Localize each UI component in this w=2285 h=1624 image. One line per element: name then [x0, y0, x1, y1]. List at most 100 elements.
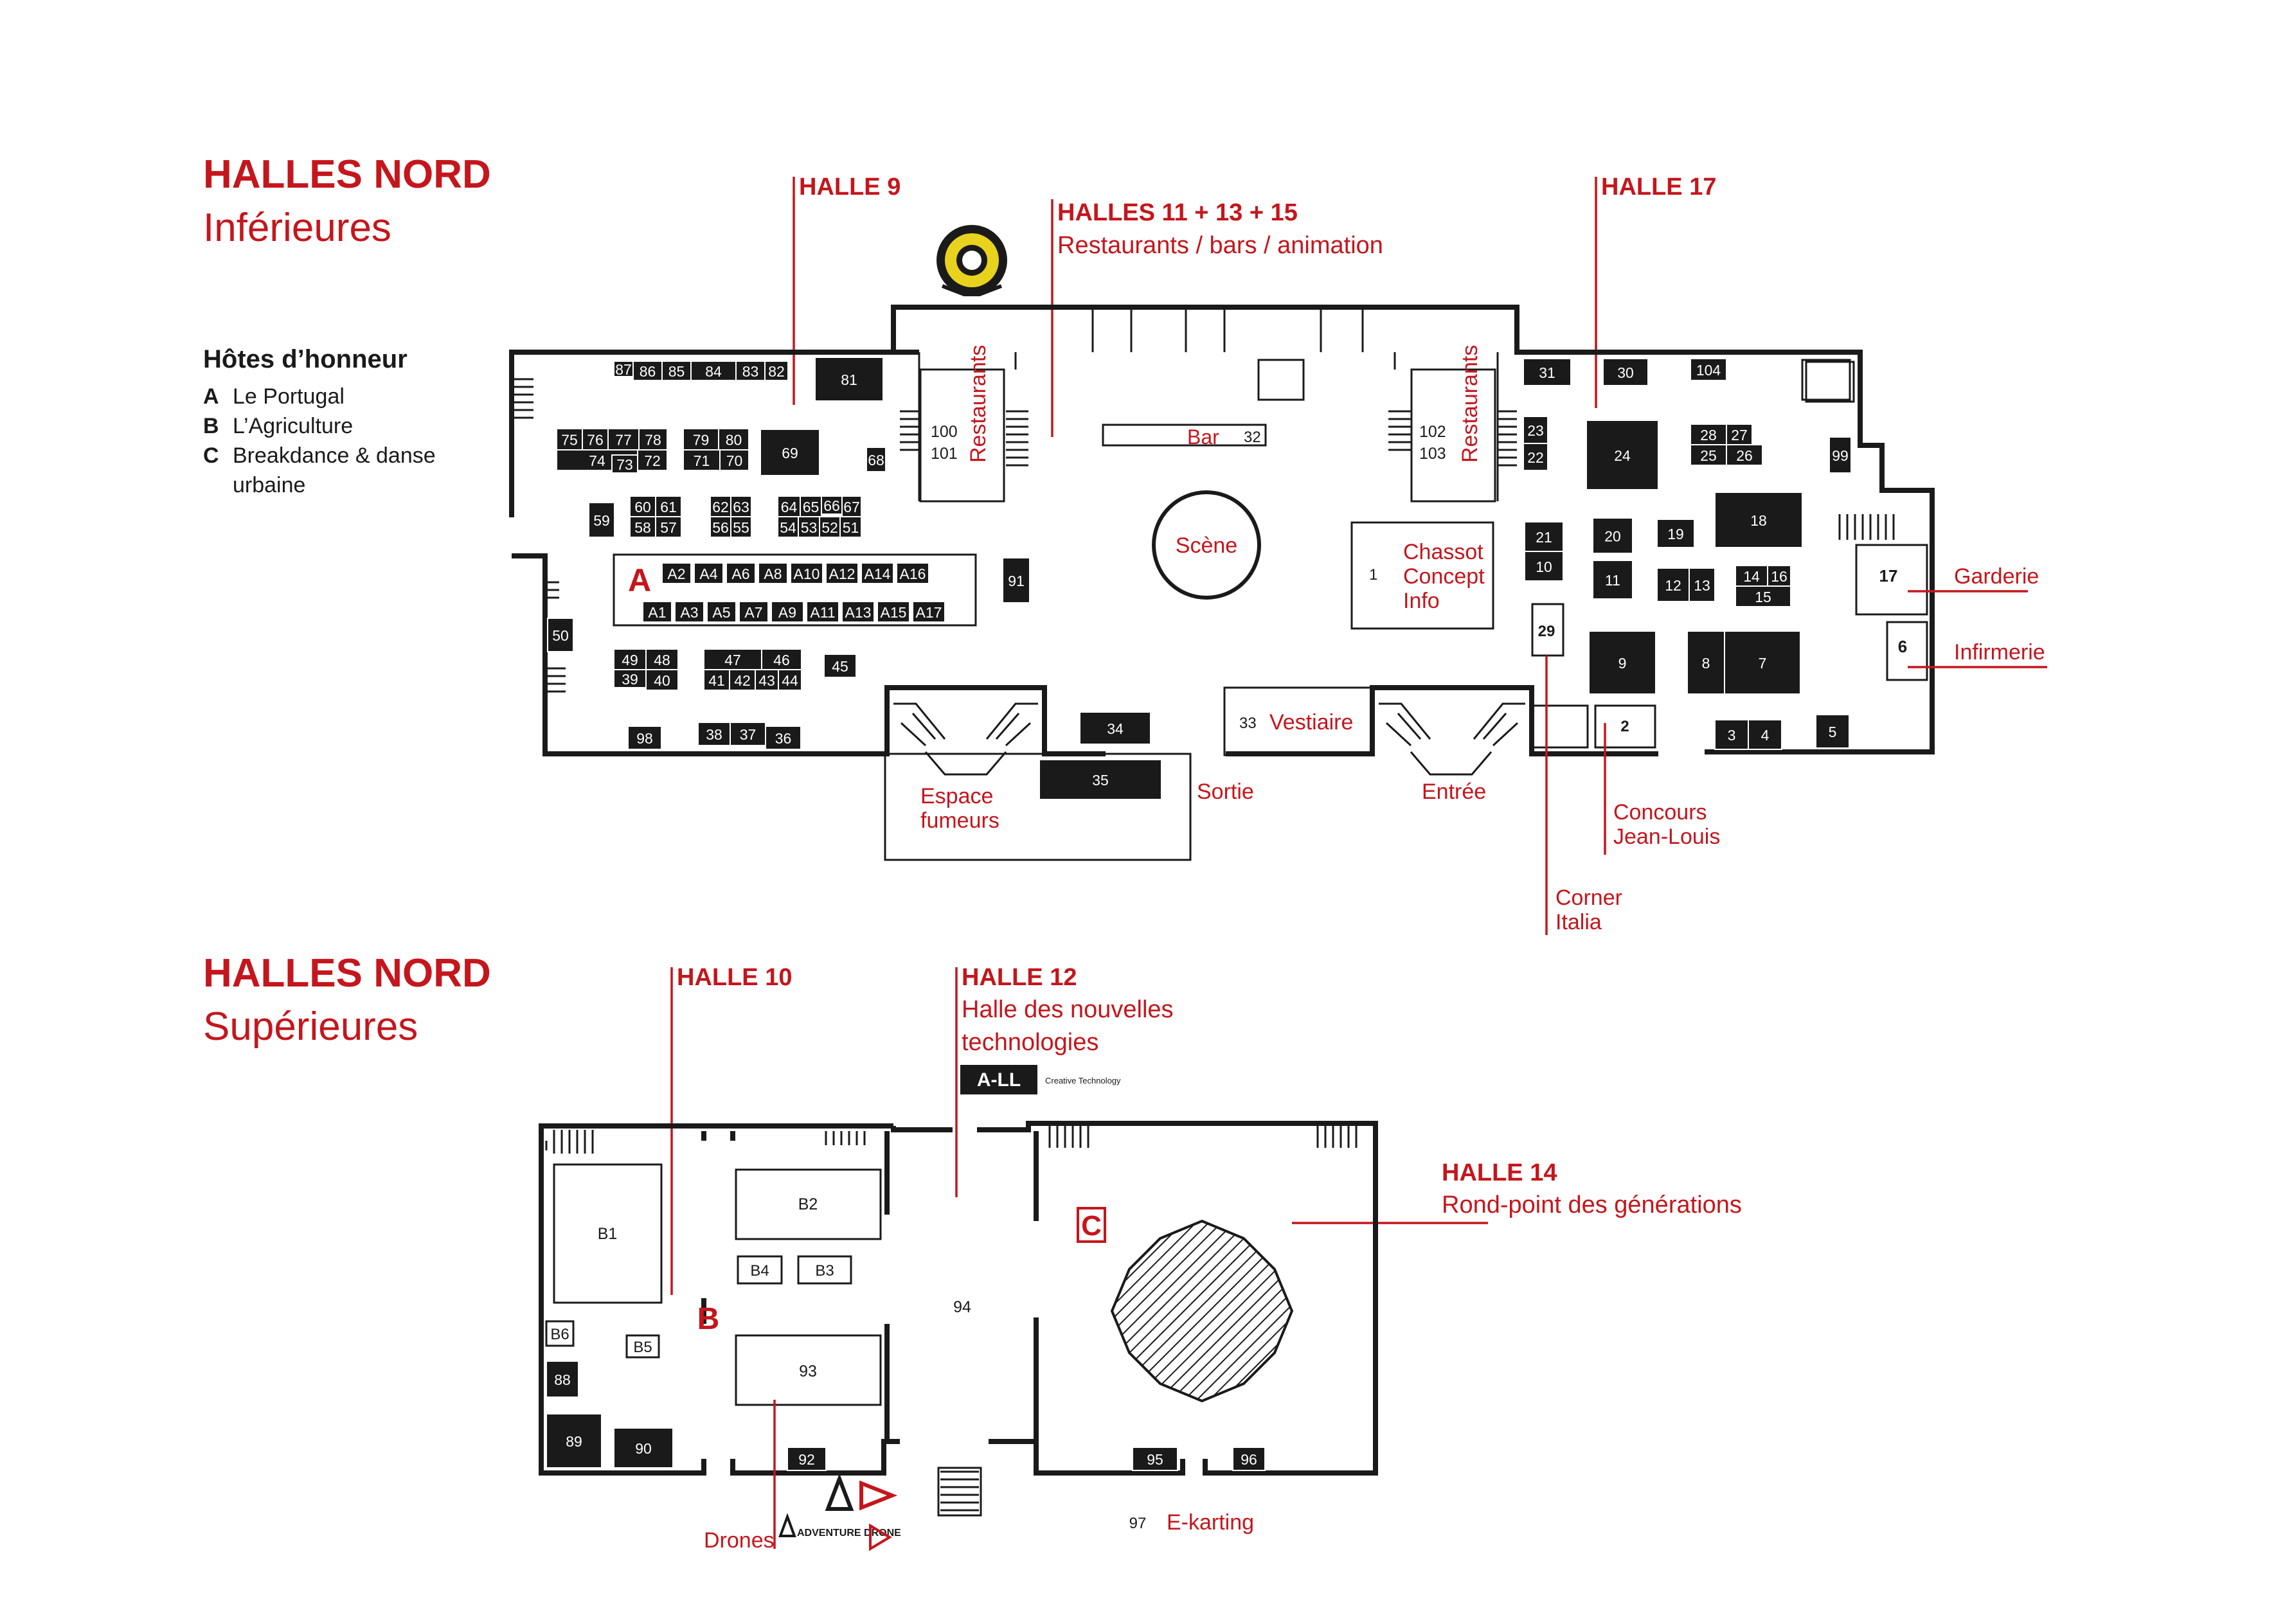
booth-number: 5 [1829, 724, 1837, 740]
booth-rect [690, 361, 737, 381]
booth-a14: A14 [861, 562, 894, 584]
booth-14: 14 [1735, 565, 1768, 587]
booth-rect [764, 361, 789, 381]
booth-number: 84 [705, 363, 722, 380]
booth-rect [642, 601, 672, 623]
guest-label-a: Le Portugal [233, 384, 345, 409]
booth-number: 76 [587, 432, 604, 449]
booth-42: 42 [729, 669, 756, 691]
booth-72: 72 [637, 449, 668, 471]
booth-number: 71 [694, 452, 710, 469]
booth-80: 80 [718, 428, 749, 451]
booth-rect [814, 357, 884, 402]
booth-number: 42 [734, 672, 751, 689]
booth-55: 55 [730, 516, 752, 538]
booth-23: 23 [1523, 416, 1548, 444]
booth-number: 78 [645, 432, 661, 449]
booth-rect [1523, 358, 1572, 386]
booth-rect [726, 562, 756, 584]
booth-84: 84 [690, 361, 737, 381]
halle12-label: HALLE 12 [962, 964, 1077, 991]
booth-number: 104 [1696, 362, 1721, 379]
booth-number: 60 [634, 499, 651, 515]
booth-number: 79 [693, 432, 710, 449]
all-logo-text: A-LL [977, 1069, 1021, 1091]
booth-number: 34 [1107, 720, 1124, 737]
booth-7: 7 [1724, 630, 1801, 695]
booth-65: 65 [800, 495, 822, 517]
booth-rect [655, 516, 682, 538]
booth-number: 75 [561, 432, 578, 449]
booth-rect [730, 516, 752, 538]
booth-number: 86 [640, 363, 656, 380]
booth-number: 99 [1832, 447, 1849, 464]
booth-3: 3 [1714, 719, 1749, 750]
booth-53: 53 [798, 516, 820, 538]
booth-rect [1735, 585, 1791, 607]
booth-20: 20 [1592, 517, 1633, 554]
booth-41: 41 [703, 669, 730, 691]
zone-c-box [1077, 1207, 1106, 1243]
booth-18: 18 [1714, 492, 1803, 548]
booth-rect [777, 516, 799, 538]
booth-99: 99 [1829, 436, 1852, 474]
booth-number: A16 [900, 566, 926, 582]
infirmerie-label: Infirmerie [1954, 640, 2045, 665]
booth-36: 36 [765, 726, 802, 750]
booth-number: 81 [841, 371, 857, 388]
booth-9: 9 [1588, 630, 1656, 695]
booth-68: 68 [866, 447, 886, 472]
num-94: 94 [953, 1298, 971, 1316]
booth-rect [787, 1447, 827, 1471]
booth-b5: B5 [633, 1339, 652, 1356]
booth-number: 48 [654, 652, 670, 668]
booth-number: 98 [636, 730, 653, 747]
restaurants-left-label: Restaurants [966, 345, 990, 463]
booth-number: 30 [1617, 364, 1634, 381]
booth-number: 35 [1092, 772, 1109, 789]
upper-title: HALLES NORD [203, 951, 491, 995]
booth-rect [758, 562, 788, 584]
booth-number: 45 [832, 658, 848, 675]
booth-a16: A16 [896, 562, 929, 584]
vestiaire-label: Vestiaire [1269, 710, 1353, 735]
booth-rect [729, 669, 756, 691]
booth-number: 72 [644, 452, 661, 469]
booth-number: 74 [589, 452, 605, 469]
halle9-label: HALLE 9 [799, 174, 901, 201]
booth-number: 63 [733, 499, 749, 515]
booth-rect [588, 502, 615, 538]
booth-rect [806, 601, 839, 623]
booth-number: A13 [845, 604, 872, 621]
sortie-label: Sortie [1197, 780, 1254, 804]
booth-number: A7 [744, 604, 762, 621]
booth-rect [637, 449, 668, 471]
booth-38: 38 [697, 722, 731, 746]
guest-letter-a: A [203, 384, 219, 409]
booth-rect [627, 726, 662, 750]
booth-21: 21 [1524, 521, 1564, 552]
booth-56: 56 [710, 516, 731, 538]
booth-73: 73 [611, 454, 638, 474]
booth-81: 81 [814, 357, 884, 402]
cave-vaudoise-logo [936, 225, 1007, 296]
booth-rect [819, 516, 841, 538]
guest-letter-c: C [203, 443, 219, 468]
halle10-label: HALLE 10 [677, 964, 792, 991]
upper-subtitle: Supérieures [203, 1004, 418, 1049]
booth-number: 16 [1771, 568, 1788, 585]
booth-63: 63 [730, 495, 752, 517]
upper-floor-walls [539, 1121, 1378, 1517]
booth-b2: B2 [798, 1195, 818, 1213]
booth-88: 88 [546, 1361, 579, 1398]
booth-46: 46 [761, 648, 802, 670]
booth-rect [1714, 719, 1749, 750]
booth-74: 74 [556, 449, 638, 471]
adventure-drone-logo: ADVENTURE DRONE [778, 1473, 901, 1551]
booth-number: A8 [764, 566, 782, 582]
booth-rect [683, 449, 721, 471]
num-2: 2 [1620, 718, 1629, 735]
booth-rect [1079, 711, 1151, 745]
num-100: 100 [931, 423, 958, 441]
